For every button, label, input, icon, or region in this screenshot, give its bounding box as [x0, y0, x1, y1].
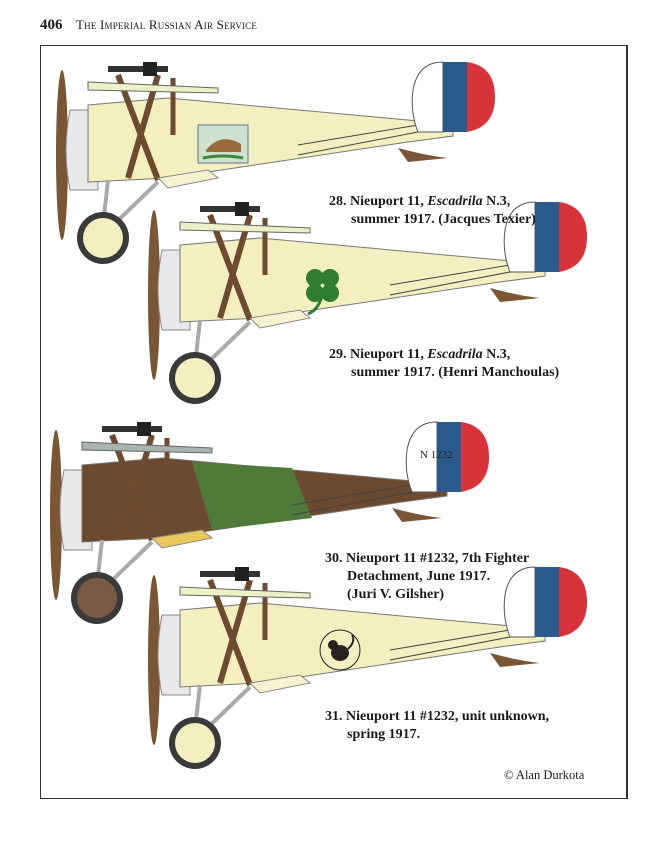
black-cat-emblem	[319, 629, 361, 671]
wheel-hub	[175, 358, 215, 398]
rudder	[503, 566, 587, 638]
gun-mount	[137, 422, 151, 436]
caption-italic: Escadrila	[427, 347, 483, 362]
illustrator-credit: © Alan Durkota	[504, 768, 585, 782]
rudder	[411, 61, 495, 133]
page-header: 406 The Imperial Russian Air Service	[40, 17, 257, 34]
caption-text: N.3,	[482, 347, 511, 362]
machine-gun	[200, 571, 260, 577]
aircraft-illustration-31	[140, 565, 590, 780]
control-wire	[389, 629, 511, 651]
aircraft-svg	[148, 201, 587, 404]
wheel-hub	[175, 723, 215, 763]
aircraft-illustration-30: N 1232	[42, 420, 492, 635]
caption-text: Nieuport 11 #1232, 7th Fighter	[346, 551, 530, 566]
strut	[217, 579, 253, 684]
caption-number: 29.	[329, 347, 347, 362]
control-wire	[297, 124, 419, 146]
page-number: 406	[40, 17, 63, 33]
rudder	[503, 201, 587, 273]
caption-text: Nieuport 11 #1232, unit unknown,	[346, 709, 550, 724]
control-wire	[389, 636, 511, 661]
propeller	[148, 210, 160, 380]
caption-text: summer 1917. (Jacques Texier)	[351, 212, 536, 227]
aircraft-svg: N 1232	[50, 421, 489, 624]
machine-gun	[108, 66, 168, 72]
gun-mount	[235, 567, 249, 581]
aircraft-illustration-28	[48, 60, 498, 275]
lynx-emblem	[197, 124, 249, 164]
caption-number: 28.	[329, 194, 347, 209]
wheel-hub	[83, 218, 123, 258]
tailplane	[398, 148, 448, 162]
control-wire	[297, 131, 419, 156]
camouflage-green	[192, 462, 312, 530]
caption-italic: Escadrila	[427, 194, 483, 209]
propeller	[50, 430, 62, 600]
upper-wing	[81, 441, 213, 454]
wheel-hub	[77, 578, 117, 618]
strut	[109, 433, 155, 542]
strut	[207, 213, 253, 322]
caption-text: (Juri V. Gilsher)	[347, 587, 445, 602]
caption-text: N.3,	[482, 194, 511, 209]
lower-wing	[156, 169, 220, 189]
rudder	[405, 421, 489, 493]
fuselage	[179, 602, 546, 688]
gun-mount	[143, 62, 157, 76]
lower-wing	[248, 674, 312, 694]
propeller	[148, 575, 160, 745]
lower-wing	[248, 309, 312, 329]
control-wire	[291, 491, 413, 516]
caption-text: Nieuport 11,	[350, 347, 428, 362]
strut	[125, 74, 161, 179]
caption-29: 29. Nieuport 11, Escadrila N.3, summer 1…	[329, 346, 559, 382]
caption-number: 31.	[325, 709, 343, 724]
upper-wing	[87, 81, 219, 94]
control-wire	[389, 264, 511, 286]
tailplane	[392, 508, 442, 522]
caption-text: summer 1917. (Henri Manchoulas)	[351, 365, 560, 380]
caption-number: 30.	[325, 551, 343, 566]
caption-text: Nieuport 11,	[350, 194, 428, 209]
caption-text: spring 1917.	[347, 727, 421, 742]
clover-emblem	[306, 269, 339, 316]
fuselage	[87, 97, 454, 183]
machine-gun	[200, 206, 260, 212]
strut	[207, 578, 253, 687]
aircraft-svg	[56, 61, 495, 264]
aircraft-illustration-29	[140, 200, 590, 415]
tailplane	[490, 653, 540, 667]
strut	[217, 214, 253, 319]
upper-wing	[179, 586, 311, 599]
machine-gun	[102, 426, 162, 432]
strut	[119, 434, 155, 539]
aircraft-svg	[148, 566, 587, 769]
caption-28: 28. Nieuport 11, Escadrila N.3, summer 1…	[329, 193, 536, 229]
control-wire	[291, 484, 413, 506]
gun-mount	[235, 202, 249, 216]
rudder-serial: N 1232	[420, 449, 453, 461]
caption-31: 31. Nieuport 11 #1232, unit unknown, spr…	[325, 708, 549, 744]
propeller	[56, 70, 68, 240]
plate-frame	[40, 45, 628, 799]
tailplane	[490, 288, 540, 302]
control-wire	[389, 271, 511, 296]
running-title: The Imperial Russian Air Service	[76, 17, 258, 32]
upper-wing	[179, 221, 311, 234]
fuselage	[179, 237, 546, 323]
caption-30: 30. Nieuport 11 #1232, 7th Fighter Detac…	[325, 550, 529, 604]
caption-text: Detachment, June 1917.	[347, 569, 491, 584]
strut	[115, 73, 161, 182]
lower-wing	[150, 529, 214, 549]
